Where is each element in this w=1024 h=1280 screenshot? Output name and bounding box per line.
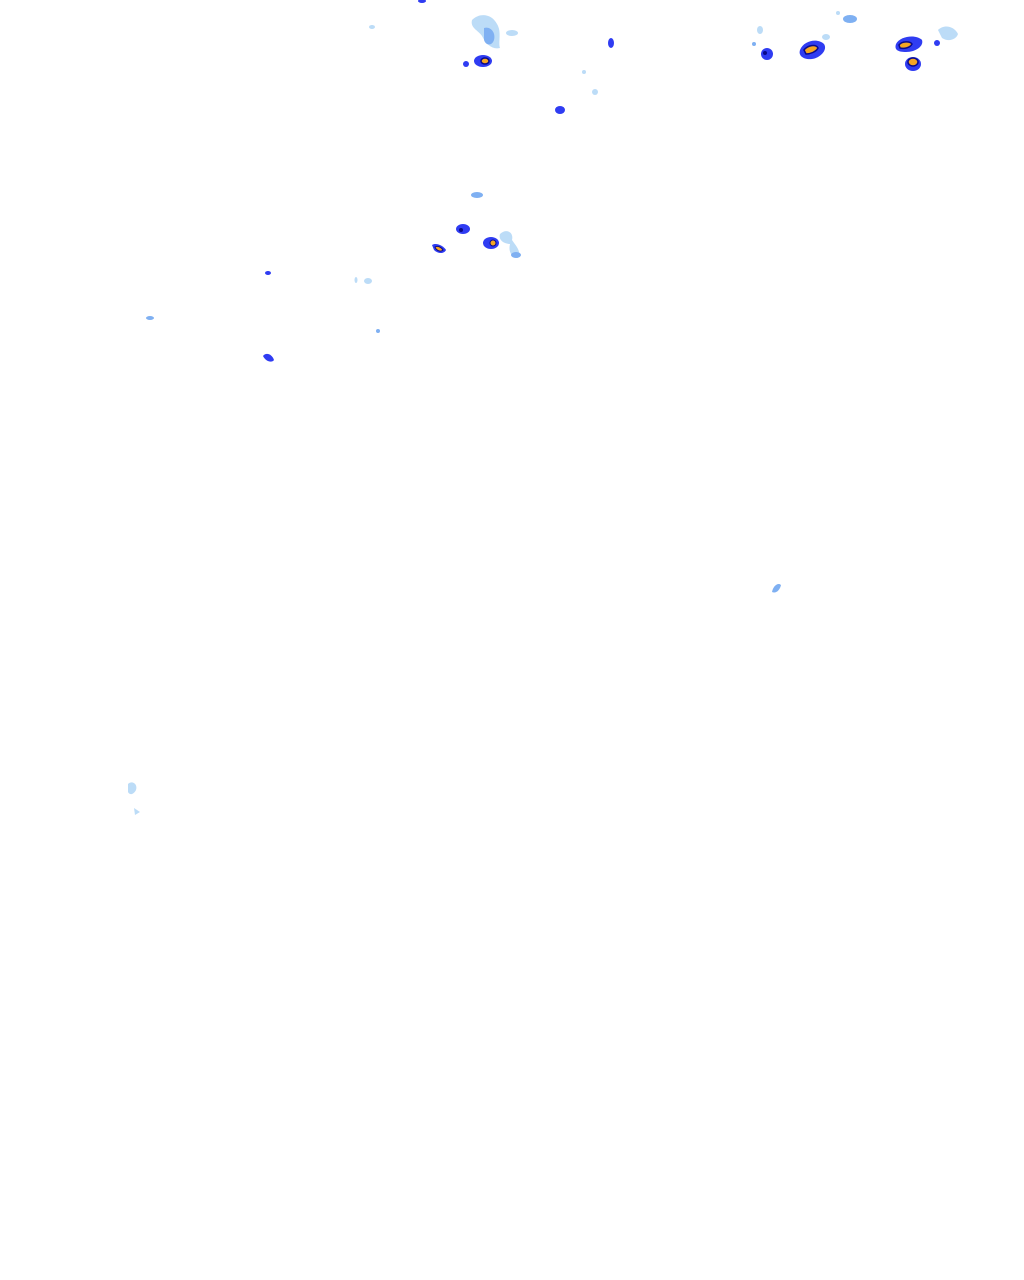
precip-cell-top-right bbox=[752, 11, 958, 71]
precip-heavy-area bbox=[456, 224, 470, 234]
precip-intense-core bbox=[480, 57, 490, 65]
precip-light-area bbox=[471, 192, 483, 198]
precip-heavy-area bbox=[265, 271, 271, 275]
precip-intense-core bbox=[803, 44, 819, 55]
precip-medium-area bbox=[146, 316, 154, 320]
precip-heavy-area bbox=[418, 0, 426, 3]
precip-intense-core bbox=[898, 41, 913, 50]
precip-heavy-area bbox=[263, 353, 274, 362]
precip-cell-top-center bbox=[418, 0, 518, 67]
precip-light-area bbox=[938, 26, 958, 41]
precip-light-area bbox=[843, 15, 857, 23]
precip-heavy-area bbox=[934, 40, 940, 46]
precip-light-area bbox=[128, 782, 137, 795]
precip-light-area bbox=[506, 30, 518, 36]
precip-light-area bbox=[364, 278, 372, 284]
precip-heavy-area bbox=[608, 38, 614, 48]
precip-heavy-area bbox=[761, 48, 773, 60]
precip-light-area bbox=[134, 808, 140, 815]
precip-intense-core bbox=[489, 239, 497, 247]
precip-intense-core bbox=[434, 245, 444, 252]
precip-core bbox=[763, 51, 767, 55]
precip-light-area bbox=[592, 89, 598, 95]
precip-light-area bbox=[836, 11, 840, 15]
precip-cell-middle bbox=[354, 192, 521, 284]
precip-medium-area bbox=[511, 252, 521, 258]
precip-heavy-area bbox=[555, 106, 565, 114]
precip-light-area bbox=[369, 25, 375, 29]
precip-light-area bbox=[354, 277, 358, 283]
precip-light-area bbox=[499, 231, 520, 258]
precip-light-area bbox=[582, 70, 586, 74]
precip-light-area bbox=[772, 583, 781, 593]
precip-intense-core bbox=[907, 57, 919, 67]
precip-light-area bbox=[757, 26, 763, 34]
precip-core bbox=[459, 228, 463, 232]
precip-medium-area bbox=[376, 329, 380, 333]
precip-light-area bbox=[752, 42, 756, 46]
precip-medium-area bbox=[484, 27, 495, 45]
precip-light-area bbox=[822, 34, 830, 40]
precip-heavy-area bbox=[463, 61, 469, 67]
